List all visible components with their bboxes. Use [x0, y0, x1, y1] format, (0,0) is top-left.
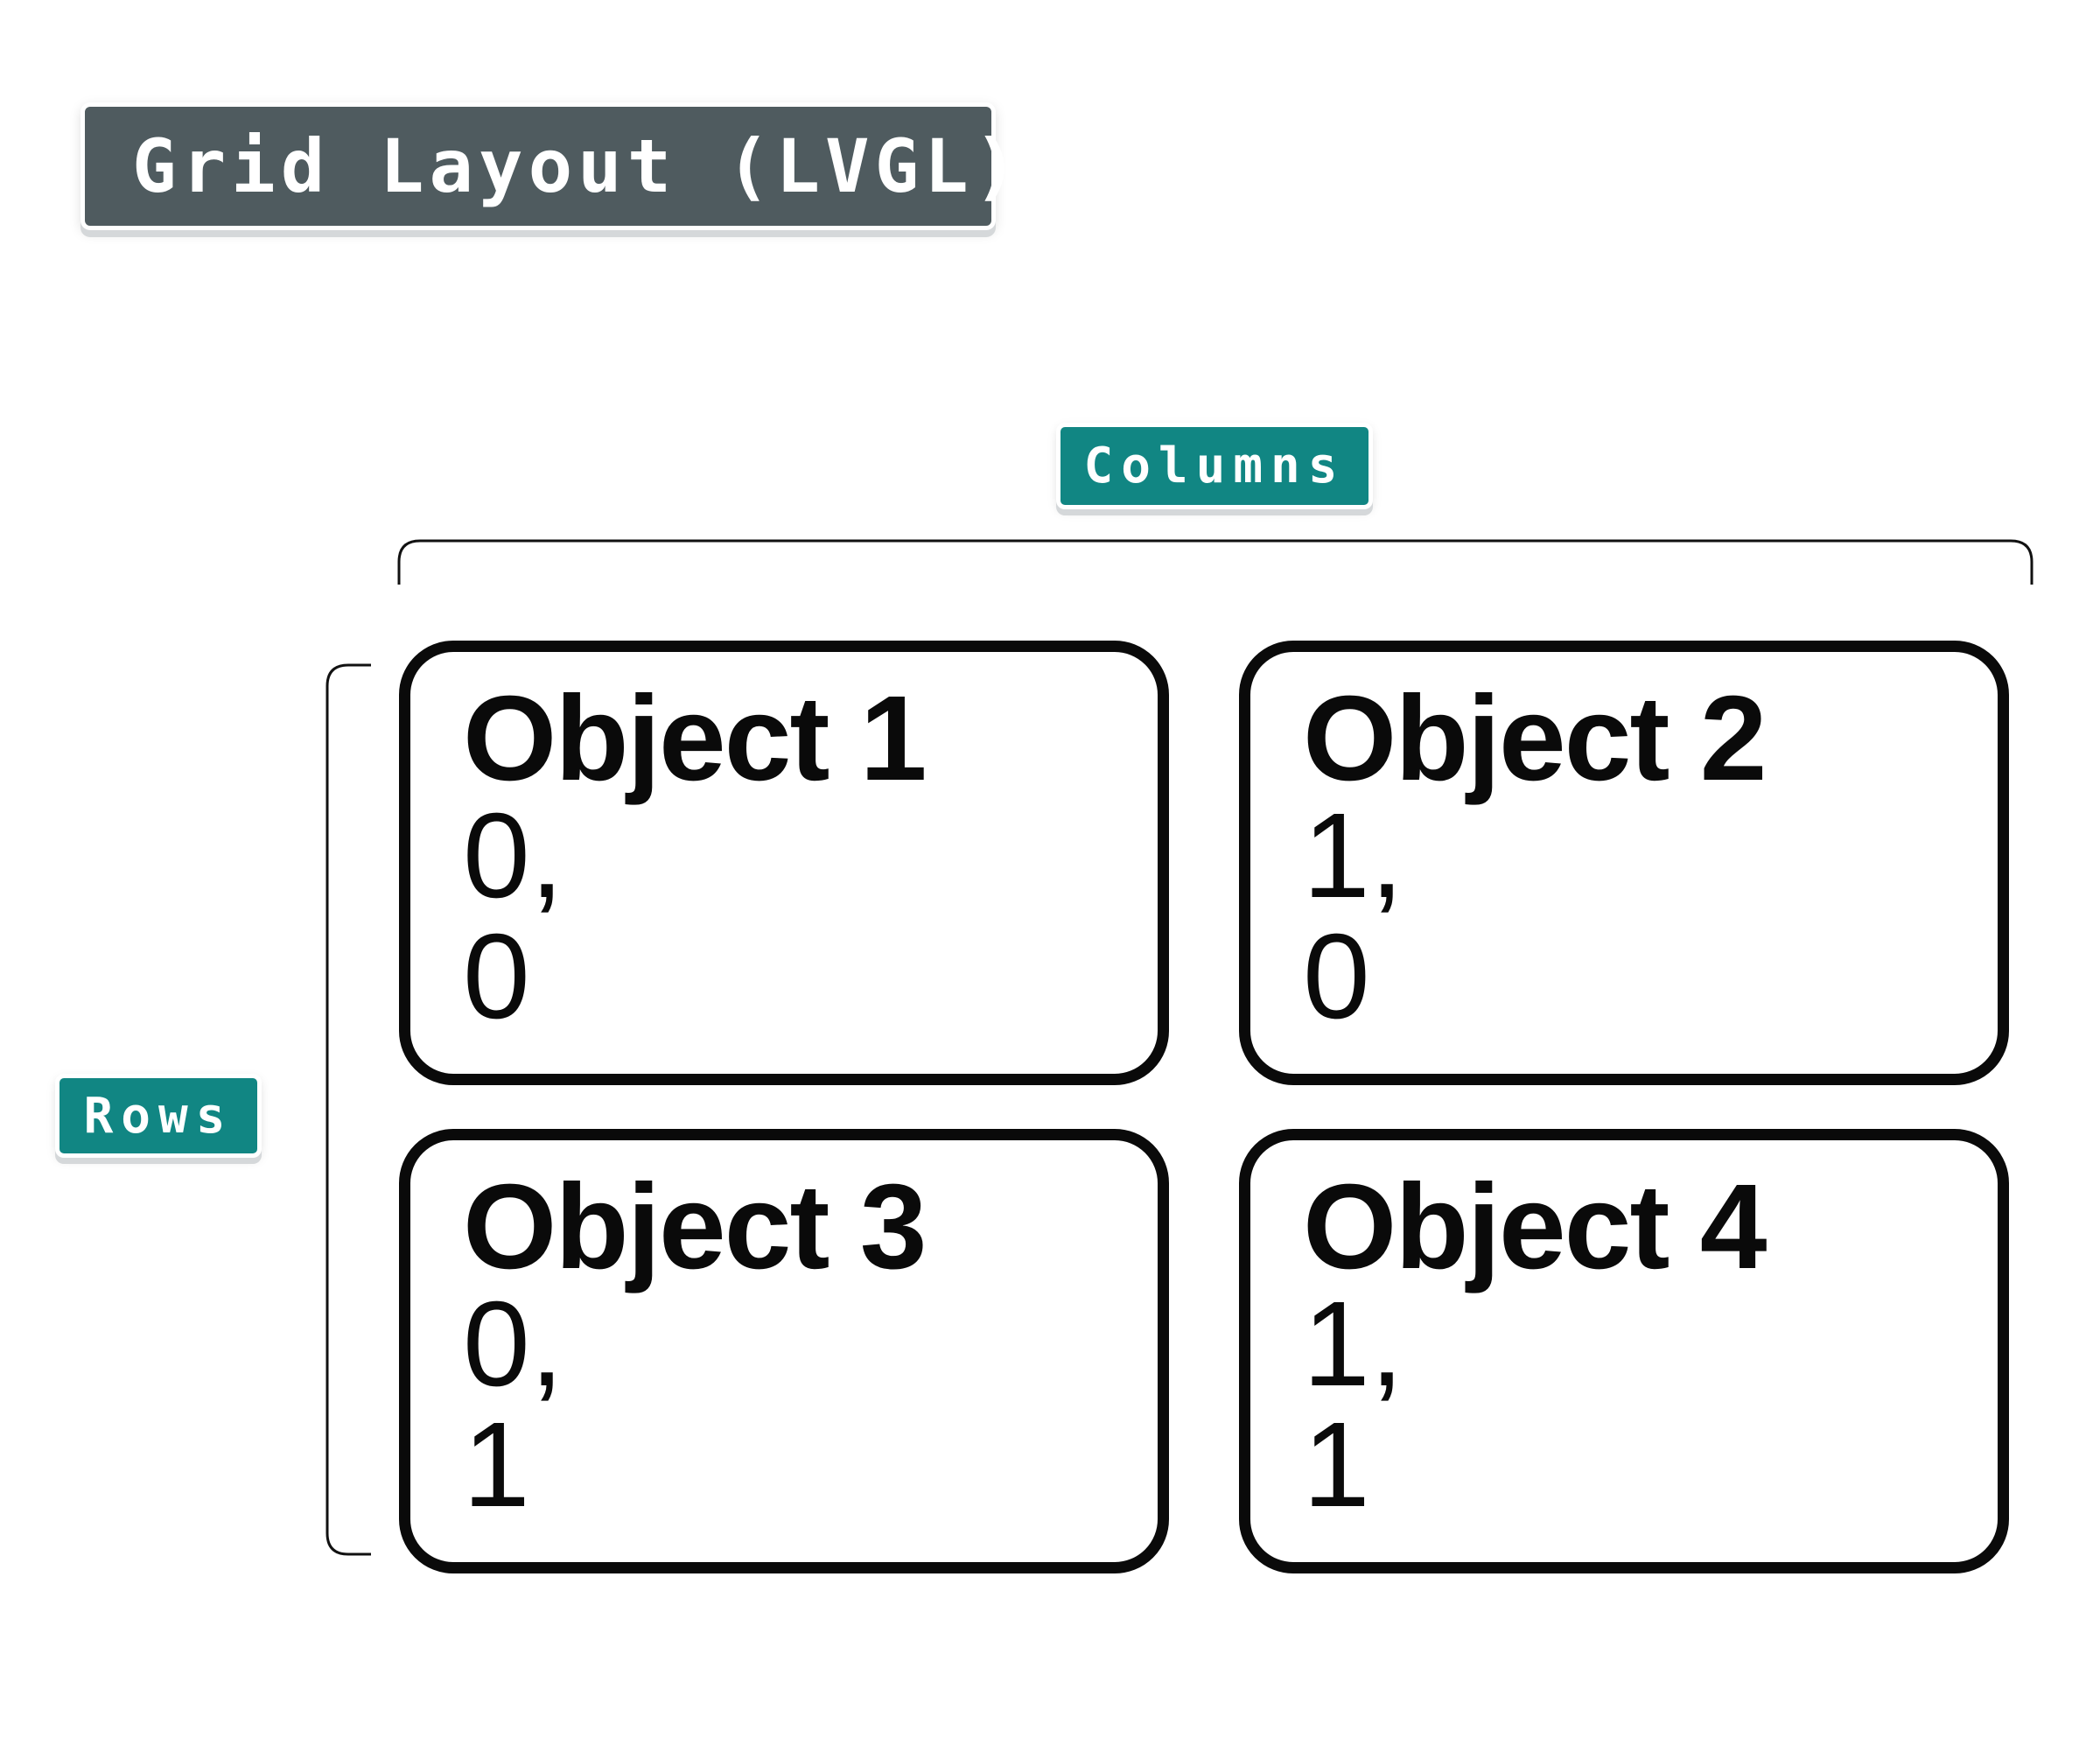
- columns-bracket-line: [397, 539, 2034, 585]
- cell-row-index: 1: [1303, 1398, 1370, 1532]
- diagram-title-box: Grid Layout (LVGL): [85, 107, 1018, 226]
- rows-bracket-line: [326, 663, 371, 1556]
- cell-column-index: 0,: [463, 788, 564, 923]
- cell-row-index: 1: [463, 1398, 530, 1532]
- grid-cell-object-4: Object 4 1, 1: [1239, 1129, 2009, 1573]
- cell-title: Object 2: [1303, 671, 1768, 806]
- rows-label: Rows: [60, 1078, 257, 1153]
- cell-title: Object 4: [1303, 1160, 1768, 1294]
- grid-cell-object-1: Object 1 0, 0: [399, 641, 1169, 1085]
- cell-column-index: 1,: [1303, 788, 1404, 923]
- diagram-title: Grid Layout (LVGL): [132, 123, 1024, 209]
- grid-cell-object-3: Object 3 0, 1: [399, 1129, 1169, 1573]
- cell-column-index: 1,: [1303, 1277, 1404, 1412]
- grid-cell-object-2: Object 2 1, 0: [1239, 641, 2009, 1085]
- columns-label: Columns: [1060, 427, 1368, 505]
- cell-title: Object 3: [463, 1160, 928, 1294]
- cell-title: Object 1: [463, 671, 928, 806]
- cell-column-index: 0,: [463, 1277, 564, 1412]
- cell-row-index: 0: [1303, 909, 1370, 1044]
- cell-row-index: 0: [463, 909, 530, 1044]
